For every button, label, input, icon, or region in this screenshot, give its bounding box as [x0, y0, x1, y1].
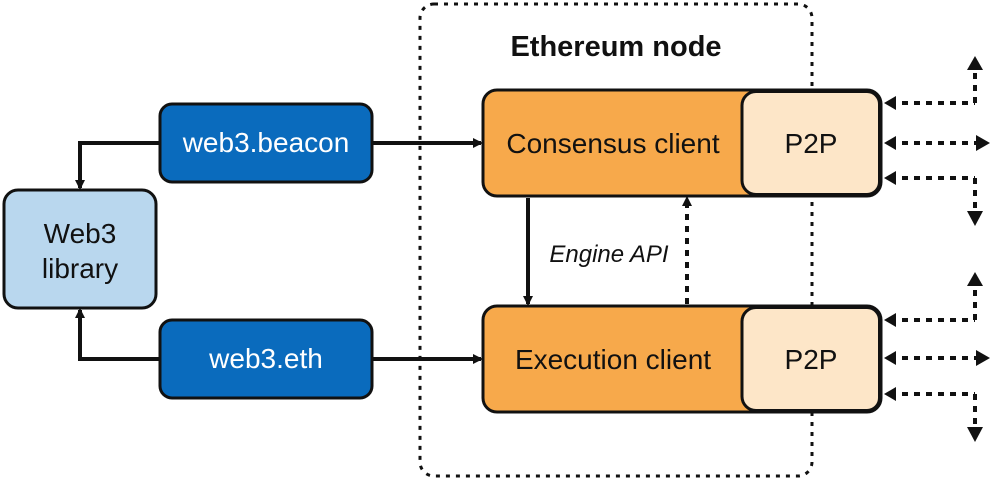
execution-p2p-label: P2P: [785, 344, 838, 375]
top-p2p-arrowhead-in-upper: [884, 96, 896, 110]
beacon-to-library-arrow: [75, 141, 160, 190]
web3-library-label-line2: library: [42, 253, 118, 284]
consensus-p2p-label: P2P: [785, 128, 838, 159]
bottom-p2p-arrowhead-down: [967, 427, 983, 442]
bottom-p2p-arrowhead-in-middle: [884, 351, 896, 365]
consensus-p2p-segment: [740, 90, 881, 196]
web3-beacon-label: web3.beacon: [182, 127, 350, 158]
web3-library-box: [2, 188, 158, 310]
top-p2p-arrowhead-right: [976, 135, 990, 151]
bottom-p2p-peer-connections: [884, 272, 990, 442]
top-p2p-arrowhead-in-lower: [884, 171, 896, 185]
execution-client-group: Execution client P2P: [481, 304, 883, 414]
consensus-client-label: Consensus client: [506, 128, 719, 159]
bottom-p2p-arrowhead-in-lower: [884, 387, 896, 401]
bottom-p2p-arrowhead-in-upper: [884, 313, 896, 327]
ethereum-node-title: Ethereum node: [510, 31, 721, 63]
bottom-p2p-arrowhead-up: [967, 272, 983, 286]
top-p2p-peer-connections: [884, 56, 990, 226]
top-p2p-arrowhead-in-middle: [884, 136, 896, 150]
web3-eth-label: web3.eth: [208, 343, 323, 374]
top-p2p-arrowhead-up: [967, 56, 983, 70]
ethereum-node-boundary: [418, 2, 814, 478]
execution-client-label: Execution client: [515, 344, 711, 375]
engine-api-label: Engine API: [549, 241, 669, 268]
eth-to-library-arrow: [75, 308, 160, 361]
consensus-client-group: Consensus client P2P: [481, 88, 883, 198]
bottom-p2p-arrowhead-right: [976, 350, 990, 366]
web3-library-label-line1: Web3: [44, 218, 117, 249]
top-p2p-arrowhead-down: [967, 211, 983, 226]
execution-p2p-segment: [740, 306, 881, 412]
